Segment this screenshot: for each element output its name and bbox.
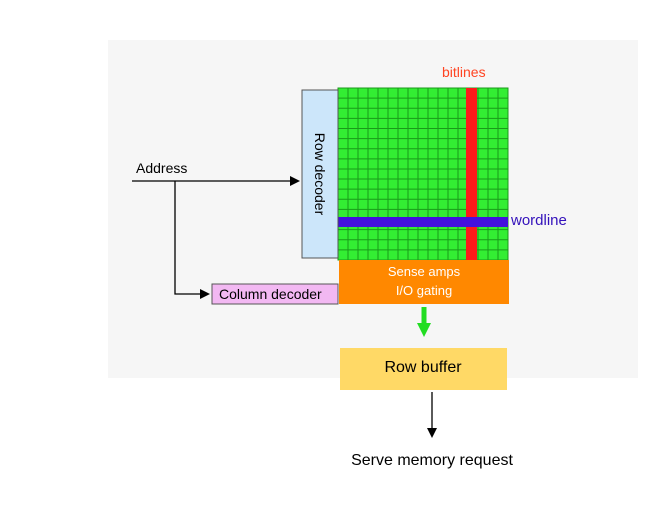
row-decoder-box — [301, 89, 339, 259]
row-decoder-label: Row decoder — [312, 132, 328, 216]
row-buffer-label: Row buffer — [384, 359, 462, 376]
wordline-bar — [338, 217, 508, 227]
io-gating-label: I/O gating — [395, 283, 453, 298]
wordline-label: wordline — [511, 212, 567, 229]
address-label: Address — [136, 160, 188, 176]
sense-amps-label: Sense amps — [387, 264, 461, 279]
column-decoder-label: Column decoder — [219, 286, 322, 302]
memory-cell-array — [337, 87, 509, 261]
row-buffer-box — [340, 348, 507, 390]
cell-array-background — [337, 87, 509, 261]
column-decoder-box — [211, 283, 339, 305]
sense-amps-box — [339, 260, 509, 304]
bitlines-label: bitlines — [442, 64, 486, 80]
serve-memory-request-label: Serve memory request — [351, 452, 513, 469]
address-to-column-line — [174, 181, 210, 299]
bitline-bar — [466, 88, 477, 260]
